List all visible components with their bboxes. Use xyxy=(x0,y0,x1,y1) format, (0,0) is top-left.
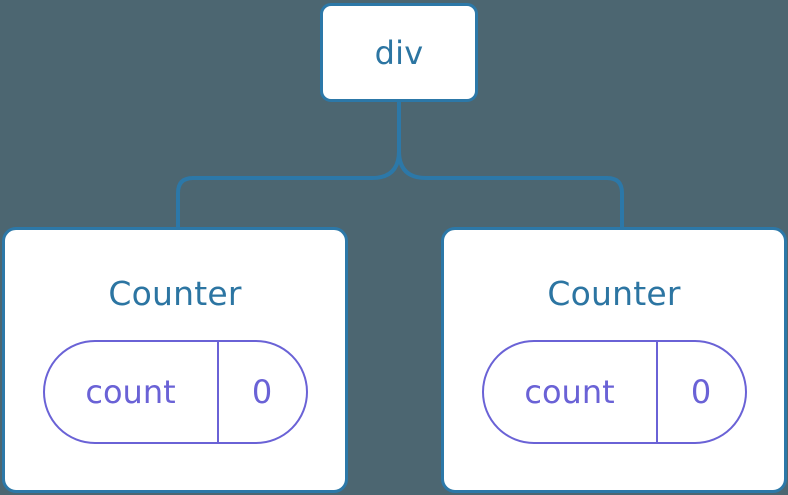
node-div-label: div xyxy=(374,33,424,72)
state-value-count-right: 0 xyxy=(690,373,712,411)
state-pill-counter-right[interactable]: count 0 xyxy=(481,340,747,444)
node-div[interactable]: div xyxy=(320,3,478,102)
state-value-count-left: 0 xyxy=(251,373,273,411)
edge-root-to-right-child xyxy=(397,102,624,227)
node-counter-right[interactable]: Counter count 0 xyxy=(441,227,787,493)
edge-root-to-left-child xyxy=(176,150,401,227)
node-counter-left-label: Counter xyxy=(108,274,242,313)
state-pill-counter-left[interactable]: count 0 xyxy=(42,340,308,444)
node-counter-right-label: Counter xyxy=(547,274,681,313)
node-counter-left[interactable]: Counter count 0 xyxy=(2,227,348,493)
state-key-count-left: count xyxy=(45,342,219,442)
state-key-count-right: count xyxy=(484,342,658,442)
